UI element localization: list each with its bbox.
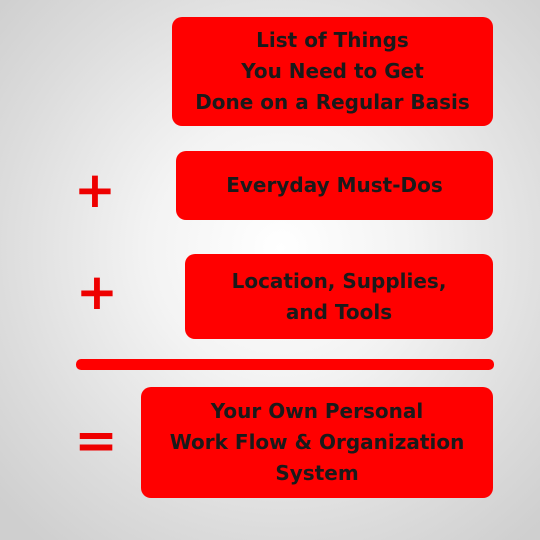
things-to-do-box: List of Things You Need to Get Done on a… bbox=[172, 17, 493, 126]
sum-divider-line bbox=[76, 359, 494, 370]
plus-sign-1: + bbox=[74, 161, 116, 219]
location-supplies-tools-box: Location, Supplies, and Tools bbox=[185, 254, 493, 339]
equals-sign: = bbox=[74, 411, 118, 471]
personal-workflow-system-box: Your Own Personal Work Flow & Organizati… bbox=[141, 387, 493, 498]
plus-sign-2: + bbox=[76, 263, 118, 321]
everyday-must-dos-box: Everyday Must-Dos bbox=[176, 151, 493, 220]
